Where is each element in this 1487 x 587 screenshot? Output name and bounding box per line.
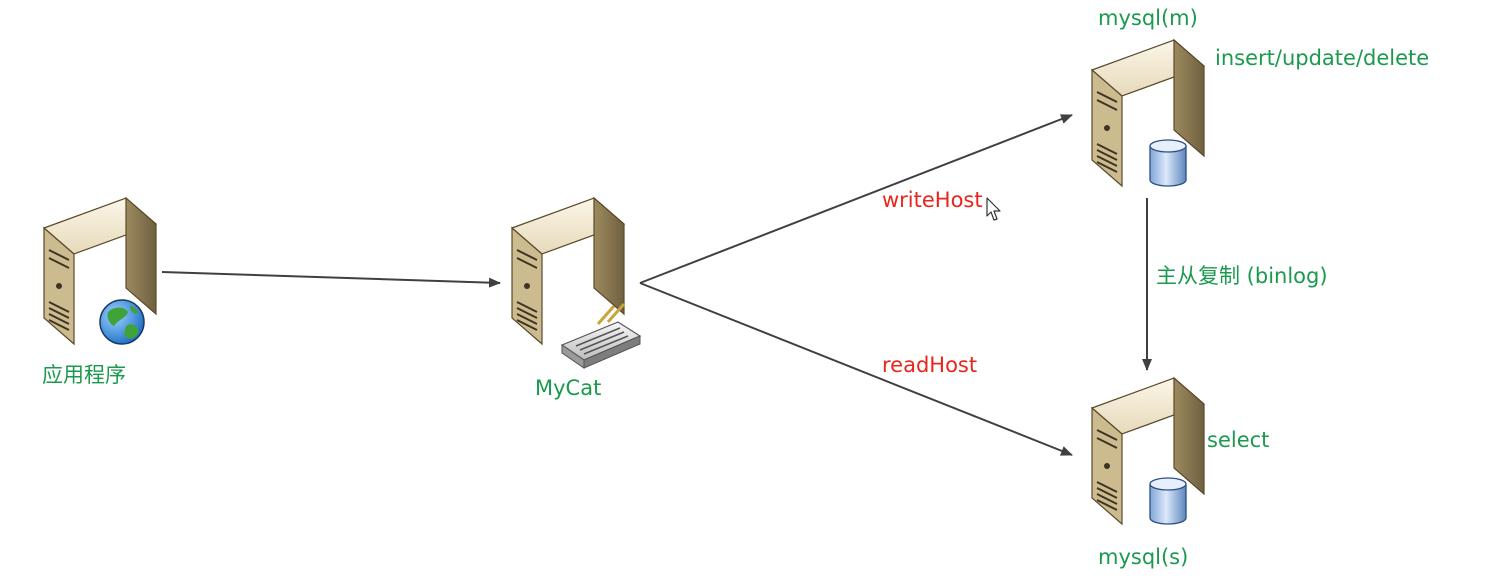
arrow-read-host [639, 282, 1073, 456]
slave-operations-label: select [1207, 428, 1270, 452]
app-server-icon [42, 196, 158, 346]
globe-icon [99, 299, 145, 345]
mouse-cursor-icon [986, 197, 1001, 221]
write-host-label: writeHost [882, 188, 983, 212]
mycat-server-icon [510, 196, 626, 346]
replication-label: 主从复制 (binlog) [1156, 264, 1328, 288]
mycat-label: MyCat [535, 376, 602, 400]
master-server-icon [1090, 38, 1206, 188]
master-label: mysql(m) [1098, 6, 1198, 30]
app-label: 应用程序 [42, 363, 126, 387]
arrow-app-to-mycat [161, 271, 501, 288]
master-operations-label: insert/update/delete [1215, 46, 1430, 70]
arrow-write-host [639, 114, 1073, 284]
router-icon [560, 303, 642, 369]
slave-server-icon [1090, 376, 1206, 526]
slave-database-icon [1149, 477, 1187, 525]
master-database-icon [1149, 139, 1187, 187]
read-host-label: readHost [882, 353, 978, 377]
slave-label: mysql(s) [1098, 545, 1189, 569]
